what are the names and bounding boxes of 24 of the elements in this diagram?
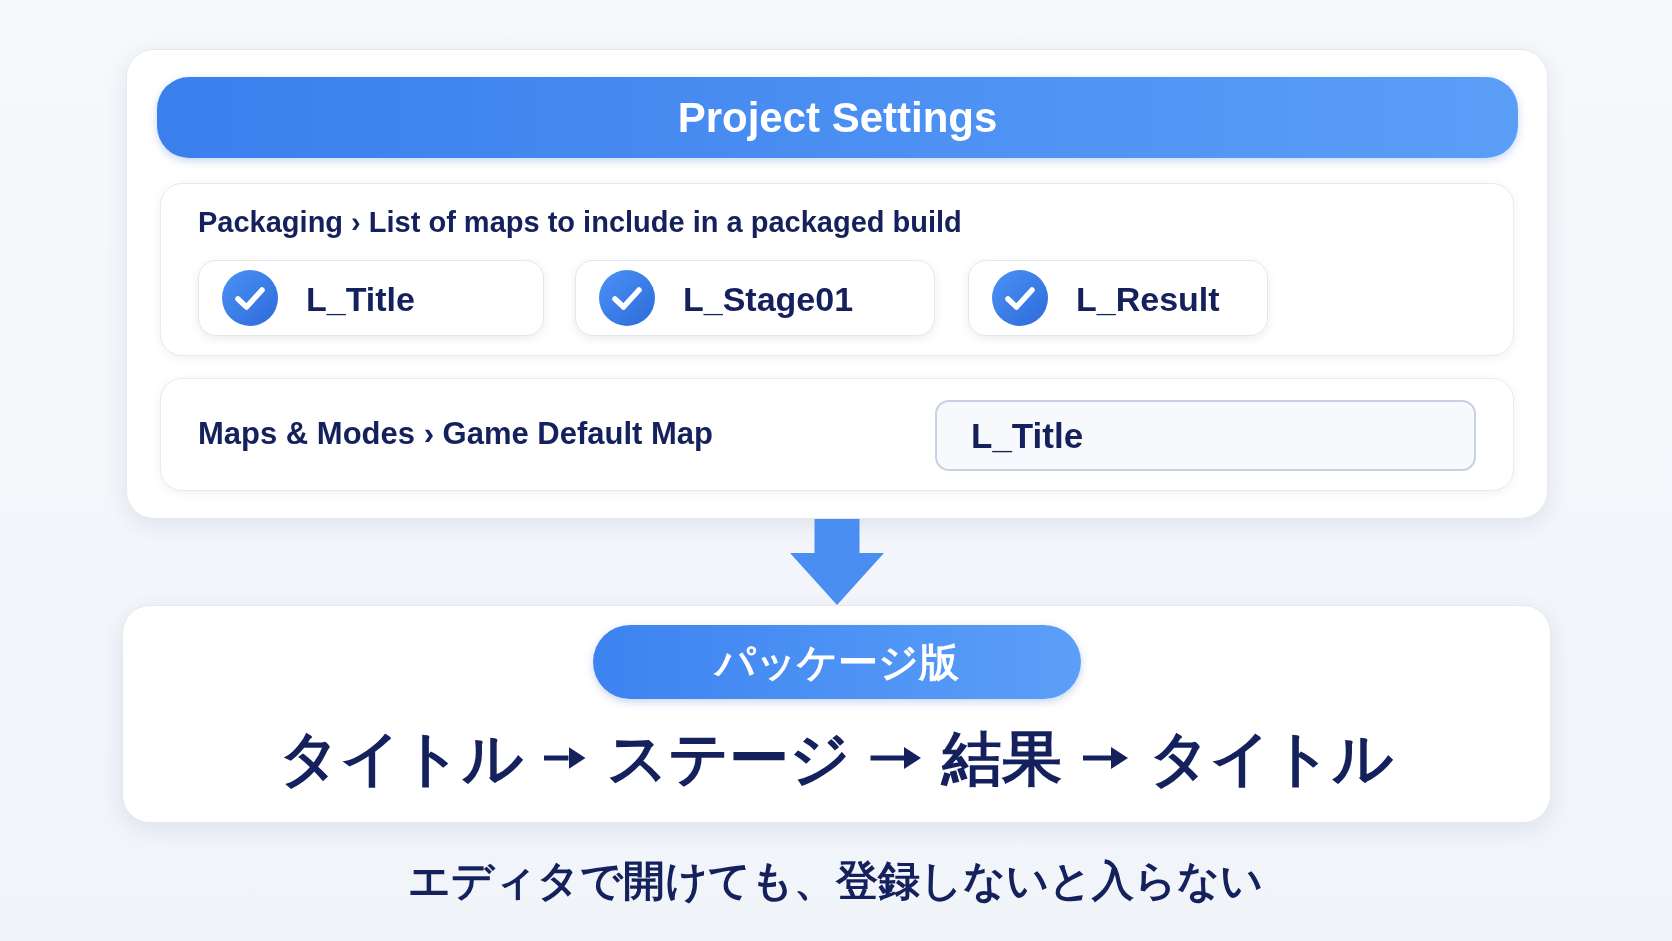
step-label: ステージ	[606, 723, 850, 793]
map-chip	[968, 260, 1268, 336]
breadcrumb-text: Packaging › List of maps to include in a packaged build	[198, 204, 962, 240]
map-name: L_Result	[1076, 278, 1220, 320]
arrow	[544, 747, 586, 769]
map-name: L_Title	[306, 278, 415, 320]
caption-text: エディタで開けても、登録しないと入らない	[407, 856, 1263, 906]
arrow	[870, 747, 921, 769]
map-chip	[198, 260, 544, 336]
settings-panel	[160, 378, 1514, 491]
map-name: L_Stage01	[683, 278, 854, 320]
step-label: タイトル	[279, 723, 523, 793]
panel-card	[122, 605, 1551, 823]
panel-card	[126, 49, 1548, 519]
settings-panel	[160, 183, 1514, 356]
pill-badge: パッケージ版	[593, 625, 1081, 699]
arrow	[1083, 747, 1128, 769]
input-field: L_Title	[935, 400, 1476, 471]
block-arrow	[790, 519, 884, 605]
map-chip	[575, 260, 935, 336]
step-label: 結果	[942, 723, 1062, 793]
header-bar: Project Settings	[157, 77, 1518, 158]
breadcrumb-text: Maps & Modes › Game Default Map	[198, 415, 714, 453]
step-label: タイトル	[1149, 723, 1393, 793]
